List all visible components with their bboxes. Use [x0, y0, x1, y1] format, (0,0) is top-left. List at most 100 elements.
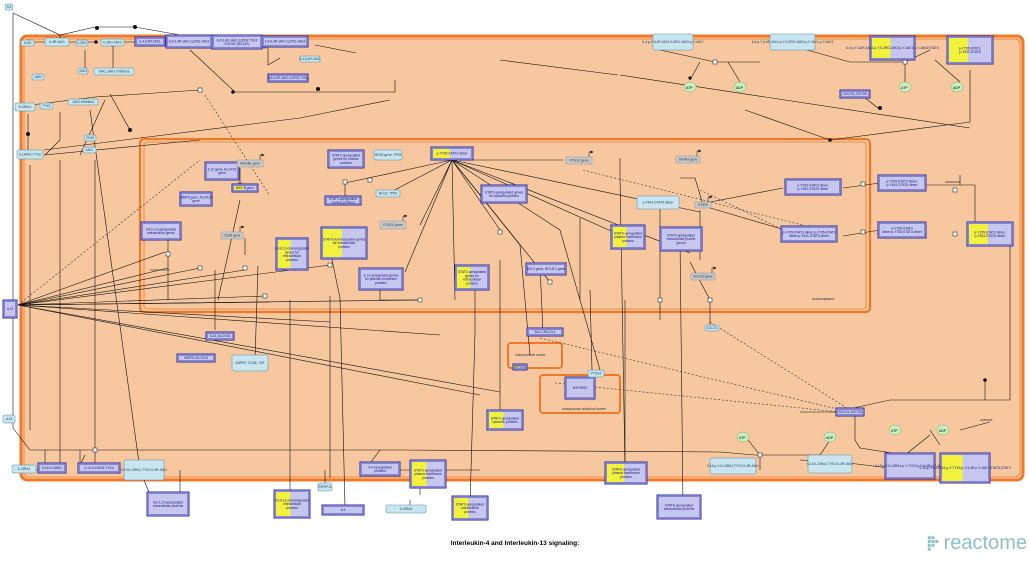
entity-pstat4-box [877, 174, 927, 192]
entity-il13cx3[interactable]: IL13:IL13RA1:TYK2:IL4R:JAK1 [121, 459, 167, 481]
entity-er1[interactable]: HSP90B1 [564, 376, 596, 400]
entity-nfkgene[interactable]: NFKB gene; TP53 [373, 149, 403, 161]
entity-il13cx[interactable]: IL13:IL13RA1 [37, 462, 67, 474]
entity-il4cxtop-box [261, 35, 309, 48]
entity-il10[interactable]: IL10, ALOX15 [205, 331, 235, 341]
atp-molecule[interactable] [736, 431, 750, 443]
entity-ptyr2[interactable]: IL13:p-Y-IL13RA1:p-Y-TYK2:p-Y-IL4R:p-Y-J… [875, 452, 945, 480]
entity-pcx2[interactable]: IL4:p-Y-IL4R,JAK1:p-Y-IL2RG:JAK3:p-Y-JAK… [752, 33, 834, 51]
adp-molecule[interactable] [823, 431, 837, 443]
entity-il13cx2[interactable]: IL13:IL13RA1:TYK2 [77, 462, 121, 474]
entity-mid2[interactable]: IL4:IL4R:JAK1:IL2RG:TYK2 [267, 73, 309, 83]
entity-bcl6[interactable]: BCL6; TP53 [375, 189, 401, 198]
entity-pstat6[interactable]: p-Y705-STAT3,p-Y641-STAT6 [946, 35, 994, 65]
entity-mmp9-inner-border [181, 193, 211, 205]
entity-il13ra2[interactable]: IL13RA2 [385, 504, 427, 514]
entity-pstat4[interactable]: p-Y705-STAT3 dimer,p-Y641-STAT6 dimer [877, 174, 927, 192]
entity-jak1jak3inh[interactable]: JAK1,JAK3 inhibitors [93, 67, 135, 76]
entity-il2rgjak3[interactable]: IL2RG:JAK3 [100, 38, 125, 47]
entity-tnfs[interactable]: TNFSF11, [318, 482, 333, 492]
entity-ptgs2g[interactable]: PTGS2 gene [565, 150, 594, 165]
entity-il4cx2[interactable]: IL4:IL4R:JAK1:IL2RG:JAK3 [165, 34, 213, 49]
entity-jak2inh[interactable]: JAK2 inhibitors [67, 98, 99, 106]
entity-anpep[interactable]: ANPEP, CD36, TNF [231, 354, 269, 372]
entity-socs3[interactable]: SOCS3 gene [690, 266, 717, 281]
adp-molecule[interactable] [733, 81, 747, 93]
entity-er1-inner-border [566, 378, 594, 398]
entity-jak2[interactable]: JAK2 [31, 73, 45, 81]
atp-molecule[interactable] [898, 81, 912, 93]
entity-jak1[interactable]: JAK1 [82, 146, 97, 154]
entity-il4rjak1[interactable]: IL4R:JAK1 [44, 37, 70, 47]
entity-gata3[interactable]: GATA3 gene [675, 149, 702, 164]
reactome-logo[interactable]: reactome [927, 531, 1027, 555]
adp-molecule[interactable] [936, 424, 950, 436]
entity-il4cxtop[interactable]: IL4:IL4R:JAK1:IL2RG:JAK3 [261, 35, 309, 48]
adp-molecule[interactable] [950, 81, 964, 93]
entity-il4t[interactable]: IL4 [4, 3, 14, 11]
entity-pstat2[interactable]: p-Y705-STAT3 dimer,p-Y641-STAT6 dimer [784, 178, 842, 196]
entity-il4r[interactable]: IL4R [20, 39, 35, 47]
entity-il4il4rjak1[interactable]: IL4:IL4R:JAK1 [134, 36, 166, 47]
entity-stat6dimer[interactable]: p-Y705-STAT3 dimer [430, 146, 474, 161]
entity-pros[interactable]: BCL2,BCL2L1 [526, 327, 564, 337]
entity-stat3ex2-inner-border [453, 497, 487, 519]
entity-il13r[interactable]: IL13 [2, 299, 18, 319]
entity-ptyr3[interactable]: IL13:p-Y-IL13RA1:p-Y-TYK2:p-Y-IL4R:p-Y-J… [919, 452, 1011, 484]
entity-il13rcx[interactable]: IL13:IL13RA1:TYK2:IL4R:JAK1 [807, 454, 853, 474]
entity-mito1[interactable]: BIRC5 [512, 363, 528, 371]
entity-il4b[interactable]: IL4 [321, 504, 365, 516]
entity-jak3[interactable]: JAK3 [77, 67, 89, 75]
entity-il2rg[interactable]: IL2RG [75, 39, 89, 47]
entity-ptyr1[interactable]: IL13:p-Y-IL13RA1:TYK2:IL4R:JAK1 [707, 457, 759, 475]
entity-il13ra1b[interactable]: IL13RA1 [11, 464, 37, 474]
atp-molecule[interactable] [683, 81, 697, 93]
entity-pcx1[interactable]: IL4:p-Y-IL4R:JAK1:IL2RG:JAK3:p-Y-JAK1 [642, 33, 704, 51]
entity-socs[interactable]: SOCS1,SOCS5 [839, 89, 871, 99]
entity-il13ra1[interactable]: IL13RA1 [14, 102, 36, 112]
entity-fos[interactable]: FOXO1 gene [379, 214, 408, 230]
entity-birc5[interactable]: BIRC5 gene [231, 183, 259, 193]
entity-mmp9b[interactable]: MMP9, ALOX15 [176, 353, 216, 363]
entity-cd40[interactable]: CD40 [83, 134, 97, 142]
entity-il13[interactable]: IL13 [2, 414, 16, 424]
entity-ptgs2[interactable]: PTGS2 [587, 369, 605, 378]
entity-small1[interactable]: IL4:IL4R:JAK1 [299, 55, 321, 63]
entity-tyk2[interactable]: TYK2 [39, 102, 54, 110]
atp-molecule[interactable] [888, 424, 902, 436]
entity-stat-socs[interactable]: SOCS1,SOCS5 [835, 407, 865, 417]
entity-cd36g[interactable]: CD36 gene [220, 225, 245, 240]
entity-pstat7[interactable]: p-Y705-STAT3 dimer,p-Y641-STAT6 dimer [966, 221, 1014, 247]
entity-stat6gene[interactable]: STAT6 [694, 195, 713, 209]
entity-socs1[interactable]: SOCS1 [704, 324, 720, 332]
entity-il4il13up-box [146, 491, 190, 517]
entity-bcl2[interactable]: BCL2 gene, BCL2L1 gene [525, 262, 567, 276]
entity-pstat1[interactable]: p-Y641-STAT6 dimer [636, 195, 680, 210]
entity-il13ra1tyk2[interactable]: IL13RA1:TYK2 [16, 149, 44, 160]
entity-hmga[interactable]: HMGB1 gene [236, 153, 265, 168]
entity-pcx3[interactable]: IL4:p-Y-IL4R,JAK1:p-Y-IL2RG:JAK3:p-Y-JAK… [846, 35, 939, 61]
